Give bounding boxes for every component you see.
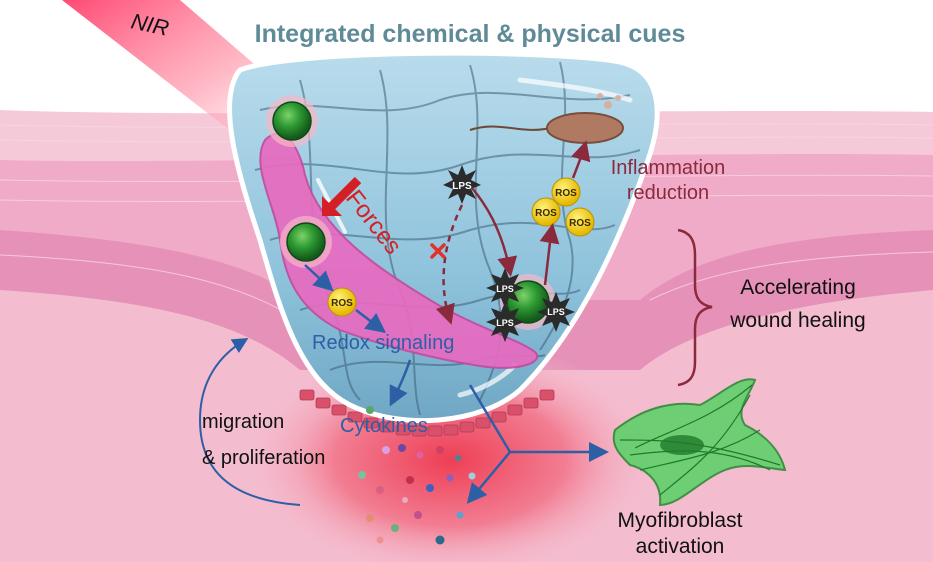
arrows (198, 140, 609, 506)
svg-text:ROS: ROS (535, 208, 557, 219)
lps-star-left: LPS (486, 268, 524, 308)
accelerating-label-line2: wound healing (729, 309, 865, 332)
svg-text:ROS: ROS (331, 298, 353, 309)
svg-text:ROS: ROS (555, 188, 577, 199)
lps-label-top: LPS (452, 181, 472, 192)
myofibroblast-label-line2: activation (636, 535, 725, 558)
myofibroblast-icon (612, 378, 787, 507)
ros-bubble-1: ROS (551, 177, 581, 207)
lps-label-bottom: LPS (496, 318, 514, 328)
block-x-icon (430, 243, 446, 259)
ros-bubble-3: ROS (565, 207, 595, 237)
bacterium-icon (469, 93, 624, 144)
forces-arrow (322, 176, 362, 216)
lps-star-bottom: LPS (486, 302, 524, 342)
lps-star-top: LPS (443, 165, 481, 204)
lps-label-right: LPS (547, 307, 565, 317)
inflammation-label-line2: reduction (627, 182, 709, 204)
cytokine-particles (358, 406, 476, 545)
svg-text:ROS: ROS (569, 218, 591, 229)
bracket (677, 228, 713, 387)
lps-label-left: LPS (496, 284, 514, 294)
page-title: Integrated chemical & physical cues (255, 20, 686, 48)
cytokines-label: Cytokines (340, 415, 428, 437)
migration-label-line2: & proliferation (202, 447, 325, 469)
inflammation-label-line1: Inflammation (611, 157, 726, 179)
ros-bubble-2: ROS (531, 197, 561, 227)
redox-signaling-label: Redox signaling (312, 332, 454, 354)
nanoparticle-1 (266, 95, 318, 147)
migration-label-line1: migration (202, 411, 284, 433)
ros-bubble-cell: ROS (327, 287, 357, 317)
accelerating-label-line1: Accelerating (740, 276, 856, 299)
nanoparticle-2 (280, 216, 332, 268)
myofibroblast-label-line1: Myofibroblast (618, 509, 743, 532)
lps-star-right: LPS (537, 292, 575, 332)
